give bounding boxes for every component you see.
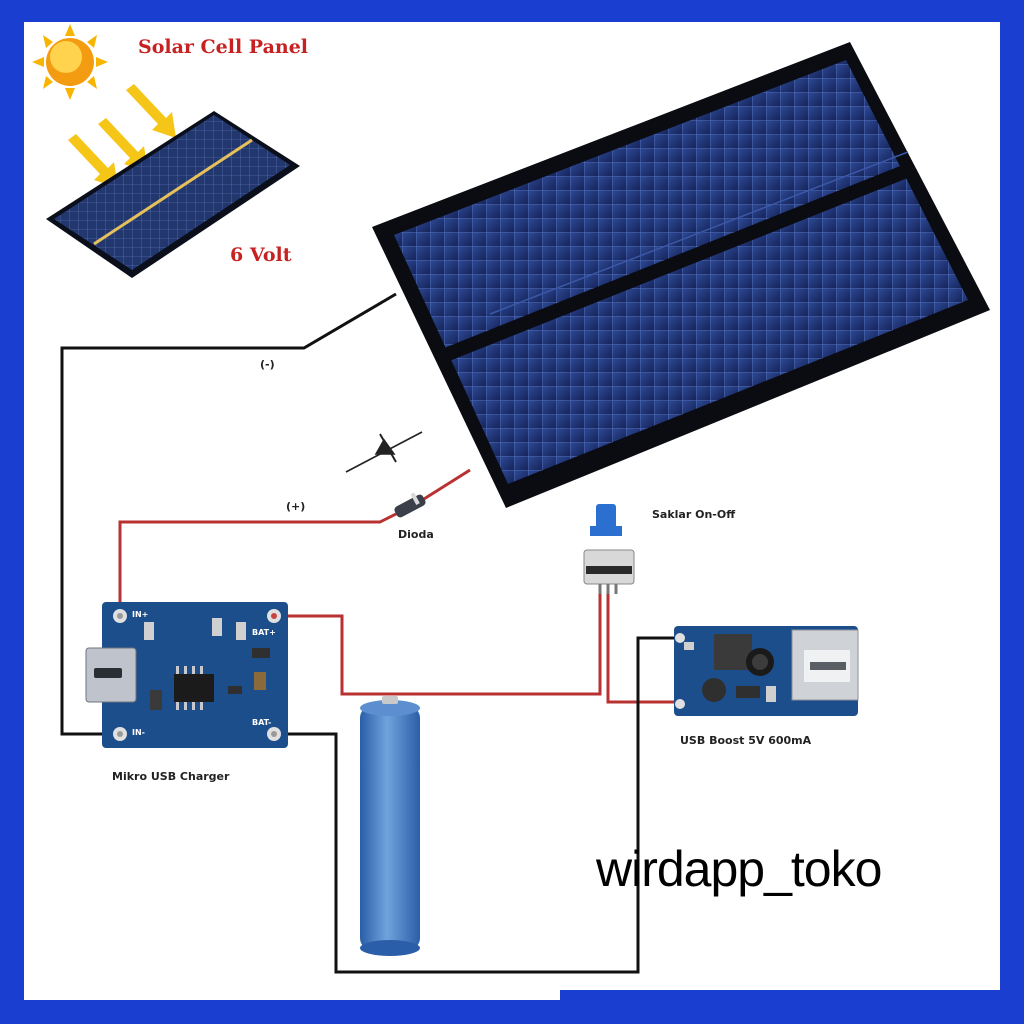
charger-pin-bat-minus: BAT- <box>252 718 272 727</box>
wire-battery-negative <box>282 636 674 974</box>
watermark-text: wirdapp_toko <box>596 841 882 897</box>
battery-18650-image <box>360 696 420 956</box>
diode-symbol <box>345 431 423 473</box>
circuit-diagram <box>32 24 990 974</box>
positive-terminal-label: (+) <box>286 500 306 513</box>
frame-corner-accent <box>560 990 1024 1024</box>
diagram-canvas: Solar Cell Panel 6 Volt (-) (+) Dioda Sa… <box>24 22 1000 1000</box>
diode-component <box>394 492 426 518</box>
small-solar-panel-image <box>46 111 300 278</box>
switch-label: Saklar On-Off <box>652 508 736 521</box>
charger-label: Mikro USB Charger <box>112 770 230 783</box>
diode-label: Dioda <box>398 528 434 541</box>
wire-battery-positive <box>282 588 674 704</box>
wire-positive-panel <box>118 468 471 614</box>
solar-panel-image <box>372 42 990 508</box>
sun-ray-arrows <box>68 84 176 188</box>
charger-pin-bat-plus: BAT+ <box>252 628 276 637</box>
charger-pin-in-plus: IN+ <box>132 610 149 619</box>
boost-label: USB Boost 5V 600mA <box>680 734 812 747</box>
usb-boost-board-image <box>674 626 859 716</box>
charger-pin-in-minus: IN- <box>132 728 145 737</box>
on-off-switch-image <box>583 504 635 594</box>
usb-charger-board-image <box>85 602 288 748</box>
panel-voltage-label: 6 Volt <box>230 244 292 266</box>
panel-title-label: Solar Cell Panel <box>138 36 309 58</box>
wire-negative-panel <box>60 292 397 736</box>
negative-terminal-label: (-) <box>260 358 275 371</box>
sun-icon <box>32 24 108 100</box>
